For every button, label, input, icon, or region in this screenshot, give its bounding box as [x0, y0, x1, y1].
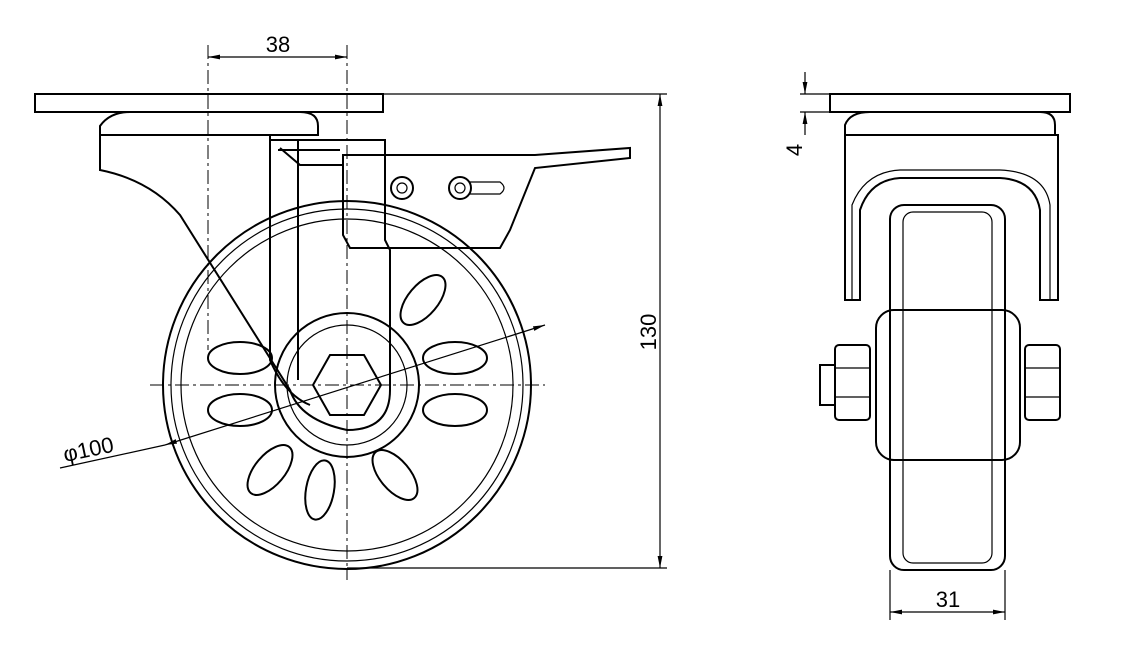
front-view: [34, 45, 631, 580]
side-view: [819, 93, 1071, 571]
dimension-38: 38: [208, 32, 347, 60]
brake: [278, 146, 631, 249]
dim-label-130: 130: [636, 314, 661, 351]
dimension-130: 130: [347, 93, 667, 569]
dim-label-100: φ100: [61, 432, 116, 467]
swivel-race: [99, 111, 319, 136]
dim-label-38: 38: [266, 32, 290, 57]
left-axle-nut: [834, 344, 871, 421]
side-wheel: [889, 204, 1006, 571]
dim-label-31: 31: [936, 587, 960, 612]
dimension-4: 4: [782, 72, 830, 156]
dimension-31: 31: [889, 570, 1006, 620]
side-fork: [844, 134, 1059, 301]
side-top-plate: [829, 93, 1071, 113]
right-axle-nut: [1024, 344, 1061, 421]
top-plate: [34, 93, 384, 113]
side-hub: [875, 309, 1021, 461]
dim-label-4: 4: [782, 144, 807, 156]
